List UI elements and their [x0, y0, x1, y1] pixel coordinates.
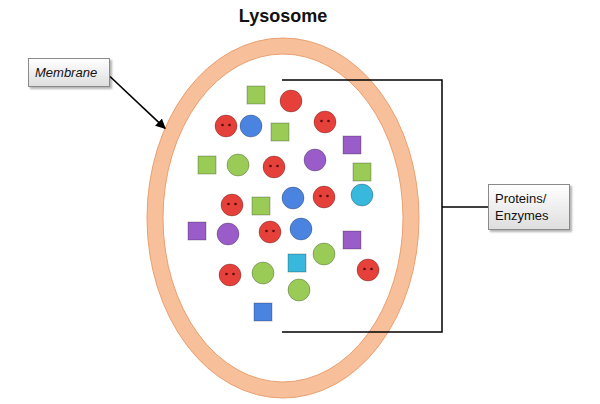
enzyme-circle: [240, 115, 262, 137]
enzyme-face: [313, 186, 335, 208]
enzyme-face: [357, 259, 379, 281]
face-eye: [326, 195, 329, 198]
enzyme-face: [263, 156, 285, 178]
diagram-title: Lysosome: [140, 6, 426, 27]
enzyme-square: [254, 303, 272, 321]
enzyme-circle: [280, 90, 302, 112]
enzyme-face: [259, 221, 281, 243]
enzyme-square: [198, 156, 216, 174]
face-eye: [269, 165, 272, 168]
enzyme-circle: [313, 243, 335, 265]
face-eye: [234, 203, 237, 206]
enzyme-circle: [288, 279, 310, 301]
enzyme-face: [215, 115, 237, 137]
enzyme-label-box: Proteins/ Enzymes: [488, 184, 570, 230]
enzyme-face: [219, 264, 241, 286]
enzyme-square: [247, 86, 265, 104]
callout-label: Proteins/ Enzymes: [495, 190, 563, 224]
face-eye: [221, 124, 224, 127]
bracket: [282, 80, 488, 332]
enzyme-circle: [351, 184, 373, 206]
membrane-outline: [155, 46, 411, 390]
membrane-edge: [147, 38, 419, 398]
enzyme-circle: [282, 187, 304, 209]
face-eye: [265, 230, 268, 233]
enzyme-square: [343, 231, 361, 249]
enzyme-square: [288, 254, 306, 272]
face-eye: [327, 120, 330, 123]
enzyme-square: [252, 197, 270, 215]
enzyme-square: [343, 136, 361, 154]
enzyme-square: [353, 163, 371, 181]
face-eye: [320, 120, 323, 123]
face-eye: [370, 268, 373, 271]
enzyme-circle: [252, 262, 274, 284]
face-eye: [272, 230, 275, 233]
lysosome: Lysosome: [140, 0, 426, 404]
face-eye: [319, 195, 322, 198]
enzyme-shapes: [188, 86, 379, 321]
enzyme-circle: [227, 154, 249, 176]
enzyme-square: [188, 222, 206, 240]
face-eye: [225, 273, 228, 276]
pointer-arrow: [110, 77, 165, 129]
enzyme-face: [221, 194, 243, 216]
face-eye: [363, 268, 366, 271]
callout-label: Membrane: [35, 64, 103, 81]
membrane-edge: [163, 54, 403, 382]
enzyme-square: [271, 123, 289, 141]
face-eye: [228, 124, 231, 127]
enzyme-circle: [304, 149, 326, 171]
enzyme-circle: [217, 223, 239, 245]
face-eye: [276, 165, 279, 168]
face-eye: [232, 273, 235, 276]
enzyme-face: [314, 111, 336, 133]
enzyme-circle: [290, 218, 312, 240]
membrane-label-box: Membrane: [28, 58, 110, 87]
face-eye: [227, 203, 230, 206]
